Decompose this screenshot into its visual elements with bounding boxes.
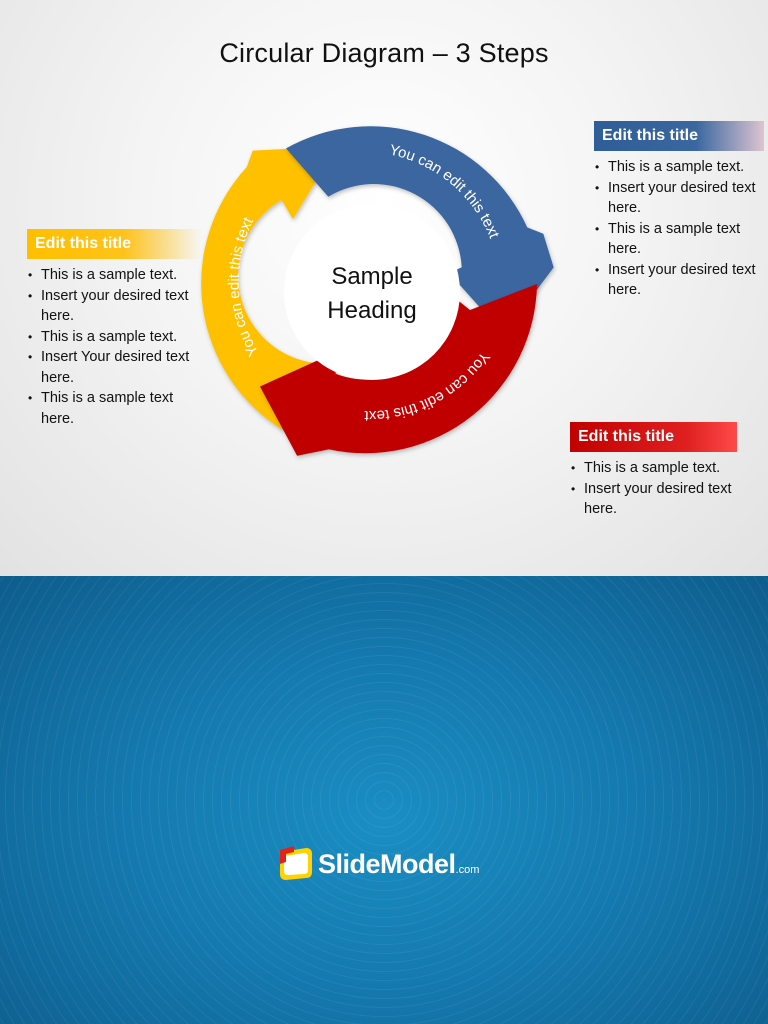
- list-item: Insert your desired text here.: [27, 286, 202, 327]
- list-item: Insert your desired text here.: [570, 479, 740, 520]
- center-heading-line-2: Heading: [327, 297, 416, 324]
- callout-bottom-right-title[interactable]: Edit this title: [570, 422, 737, 452]
- circular-diagram: You can edit this text You can edit this…: [201, 126, 554, 456]
- callout-left: Edit this title This is a sample text. I…: [27, 229, 202, 429]
- brand-suffix: .com: [455, 864, 480, 876]
- callout-top-right-title[interactable]: Edit this title: [594, 121, 764, 151]
- red-cycle-arrow[interactable]: [260, 284, 537, 456]
- list-item: This is a sample text.: [594, 157, 764, 178]
- footer-panel: SlideModel .com: [0, 576, 768, 1024]
- slide-title: Circular Diagram – 3 Steps: [219, 38, 549, 68]
- center-heading-line-1: Sample: [331, 263, 412, 290]
- list-item: This is a sample text.: [27, 327, 202, 348]
- callout-bottom-right-list: This is a sample text. Insert your desir…: [570, 458, 740, 520]
- yellow-cycle-arrow[interactable]: [201, 146, 338, 430]
- list-item: Insert your desired text here.: [594, 260, 764, 301]
- list-item: Insert Your desired text here.: [27, 347, 202, 388]
- list-item: This is a sample text.: [570, 458, 740, 479]
- center-circle: [284, 204, 460, 380]
- callout-left-list: This is a sample text. Insert your desir…: [27, 265, 202, 429]
- brand-logo[interactable]: SlideModel .com: [276, 840, 479, 888]
- blue-cycle-arrow[interactable]: [286, 126, 554, 334]
- callout-bottom-right: Edit this title This is a sample text. I…: [570, 422, 740, 520]
- list-item: This is a sample text here.: [594, 219, 764, 260]
- callout-top-right: Edit this title This is a sample text. I…: [594, 121, 764, 301]
- list-item: Insert your desired text here.: [594, 178, 764, 219]
- list-item: This is a sample text.: [27, 265, 202, 286]
- list-item: This is a sample text here.: [27, 388, 202, 429]
- slidemodel-logo-icon: [280, 846, 312, 880]
- callout-left-title[interactable]: Edit this title: [27, 229, 202, 259]
- brand-name: SlideModel: [318, 848, 456, 879]
- slide: Circular Diagram – 3 Steps You can edit …: [0, 0, 768, 576]
- callout-top-right-list: This is a sample text. Insert your desir…: [594, 157, 764, 301]
